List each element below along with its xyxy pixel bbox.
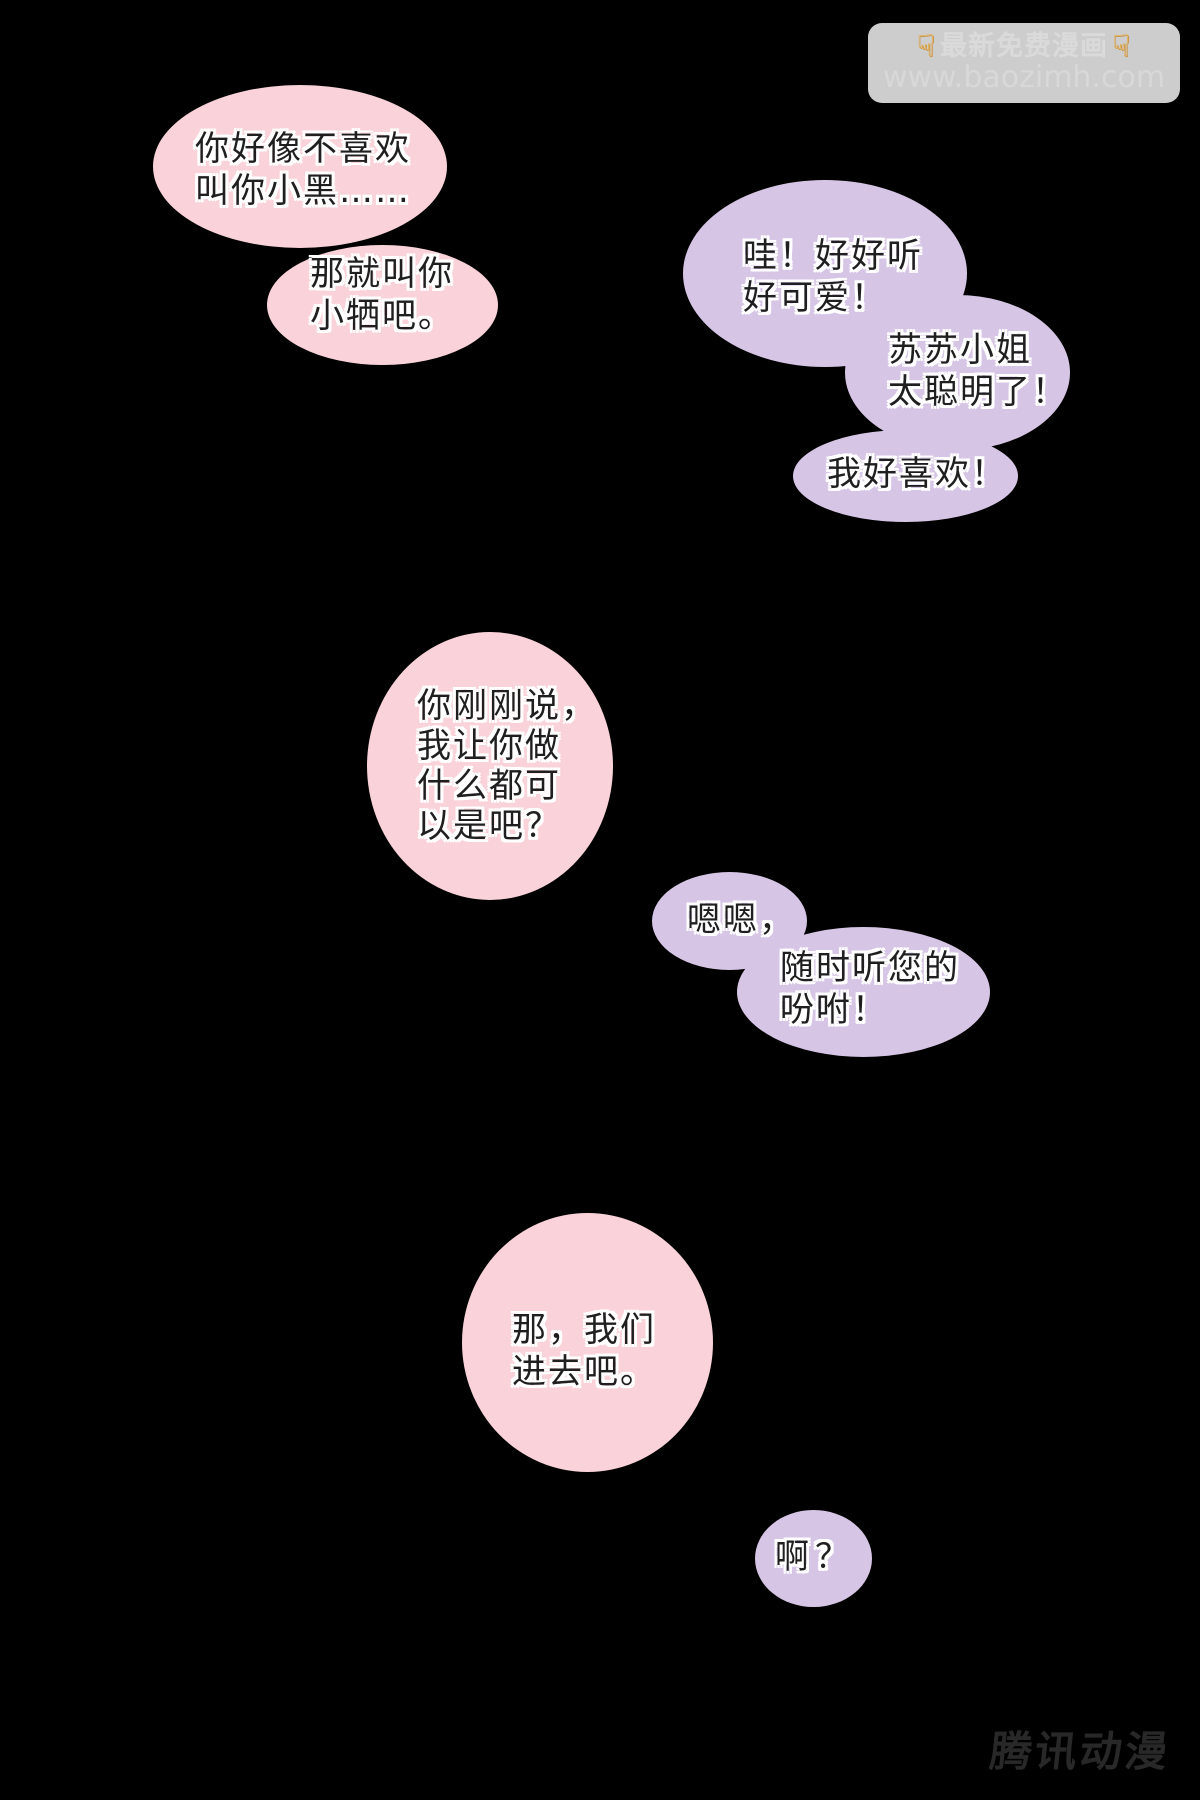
bubble-text-9: 那，我们 进去吧。	[512, 1310, 656, 1392]
pointing-down-icon: ☟	[1112, 29, 1132, 64]
bubble-text-2: 那就叫你 小牺吧。	[310, 254, 454, 336]
speech-bubble-5: 我好喜欢！	[793, 430, 1018, 522]
watermark-badge: ☟ 最新免费漫画 ☟ www.baozimh.com	[868, 23, 1180, 103]
speech-bubble-3: 哇！好好听 好可爱！	[683, 180, 967, 367]
bubble-text-8: 随时听您的 吩咐！	[780, 948, 960, 1030]
speech-bubble-10: 啊？	[755, 1510, 872, 1607]
bubble-text-1: 你好像不喜欢 叫你小黑……	[195, 129, 411, 211]
bubble-text-6: 你刚刚说， 我让你做 什么都可 以是吧？	[417, 686, 597, 846]
bubble-text-3: 哇！好好听 好可爱！	[743, 236, 923, 318]
pointing-down-icon: ☟	[916, 29, 936, 64]
watermark-url: www.baozimh.com	[882, 60, 1166, 95]
bubble-text-7: 嗯嗯，	[687, 900, 795, 940]
speech-bubble-4: 苏苏小姐 太聪明了！	[845, 295, 1070, 450]
speech-bubble-6: 你刚刚说， 我让你做 什么都可 以是吧？	[367, 632, 613, 900]
speech-bubble-1: 你好像不喜欢 叫你小黑……	[153, 85, 447, 248]
bubble-text-5: 我好喜欢！	[827, 454, 1007, 494]
tencent-comics-logo: 腾讯动漫	[987, 1727, 1173, 1776]
speech-bubble-2: 那就叫你 小牺吧。	[267, 245, 498, 365]
bubble-text-10: 啊？	[775, 1537, 855, 1577]
bubble-text-4: 苏苏小姐 太聪明了！	[888, 330, 1068, 412]
watermark-title-row: ☟ 最新免费漫画 ☟	[917, 32, 1132, 62]
speech-bubble-9: 那，我们 进去吧。	[462, 1213, 713, 1472]
watermark-title: 最新免费漫画	[940, 31, 1108, 62]
speech-bubble-8: 随时听您的 吩咐！	[737, 927, 990, 1057]
